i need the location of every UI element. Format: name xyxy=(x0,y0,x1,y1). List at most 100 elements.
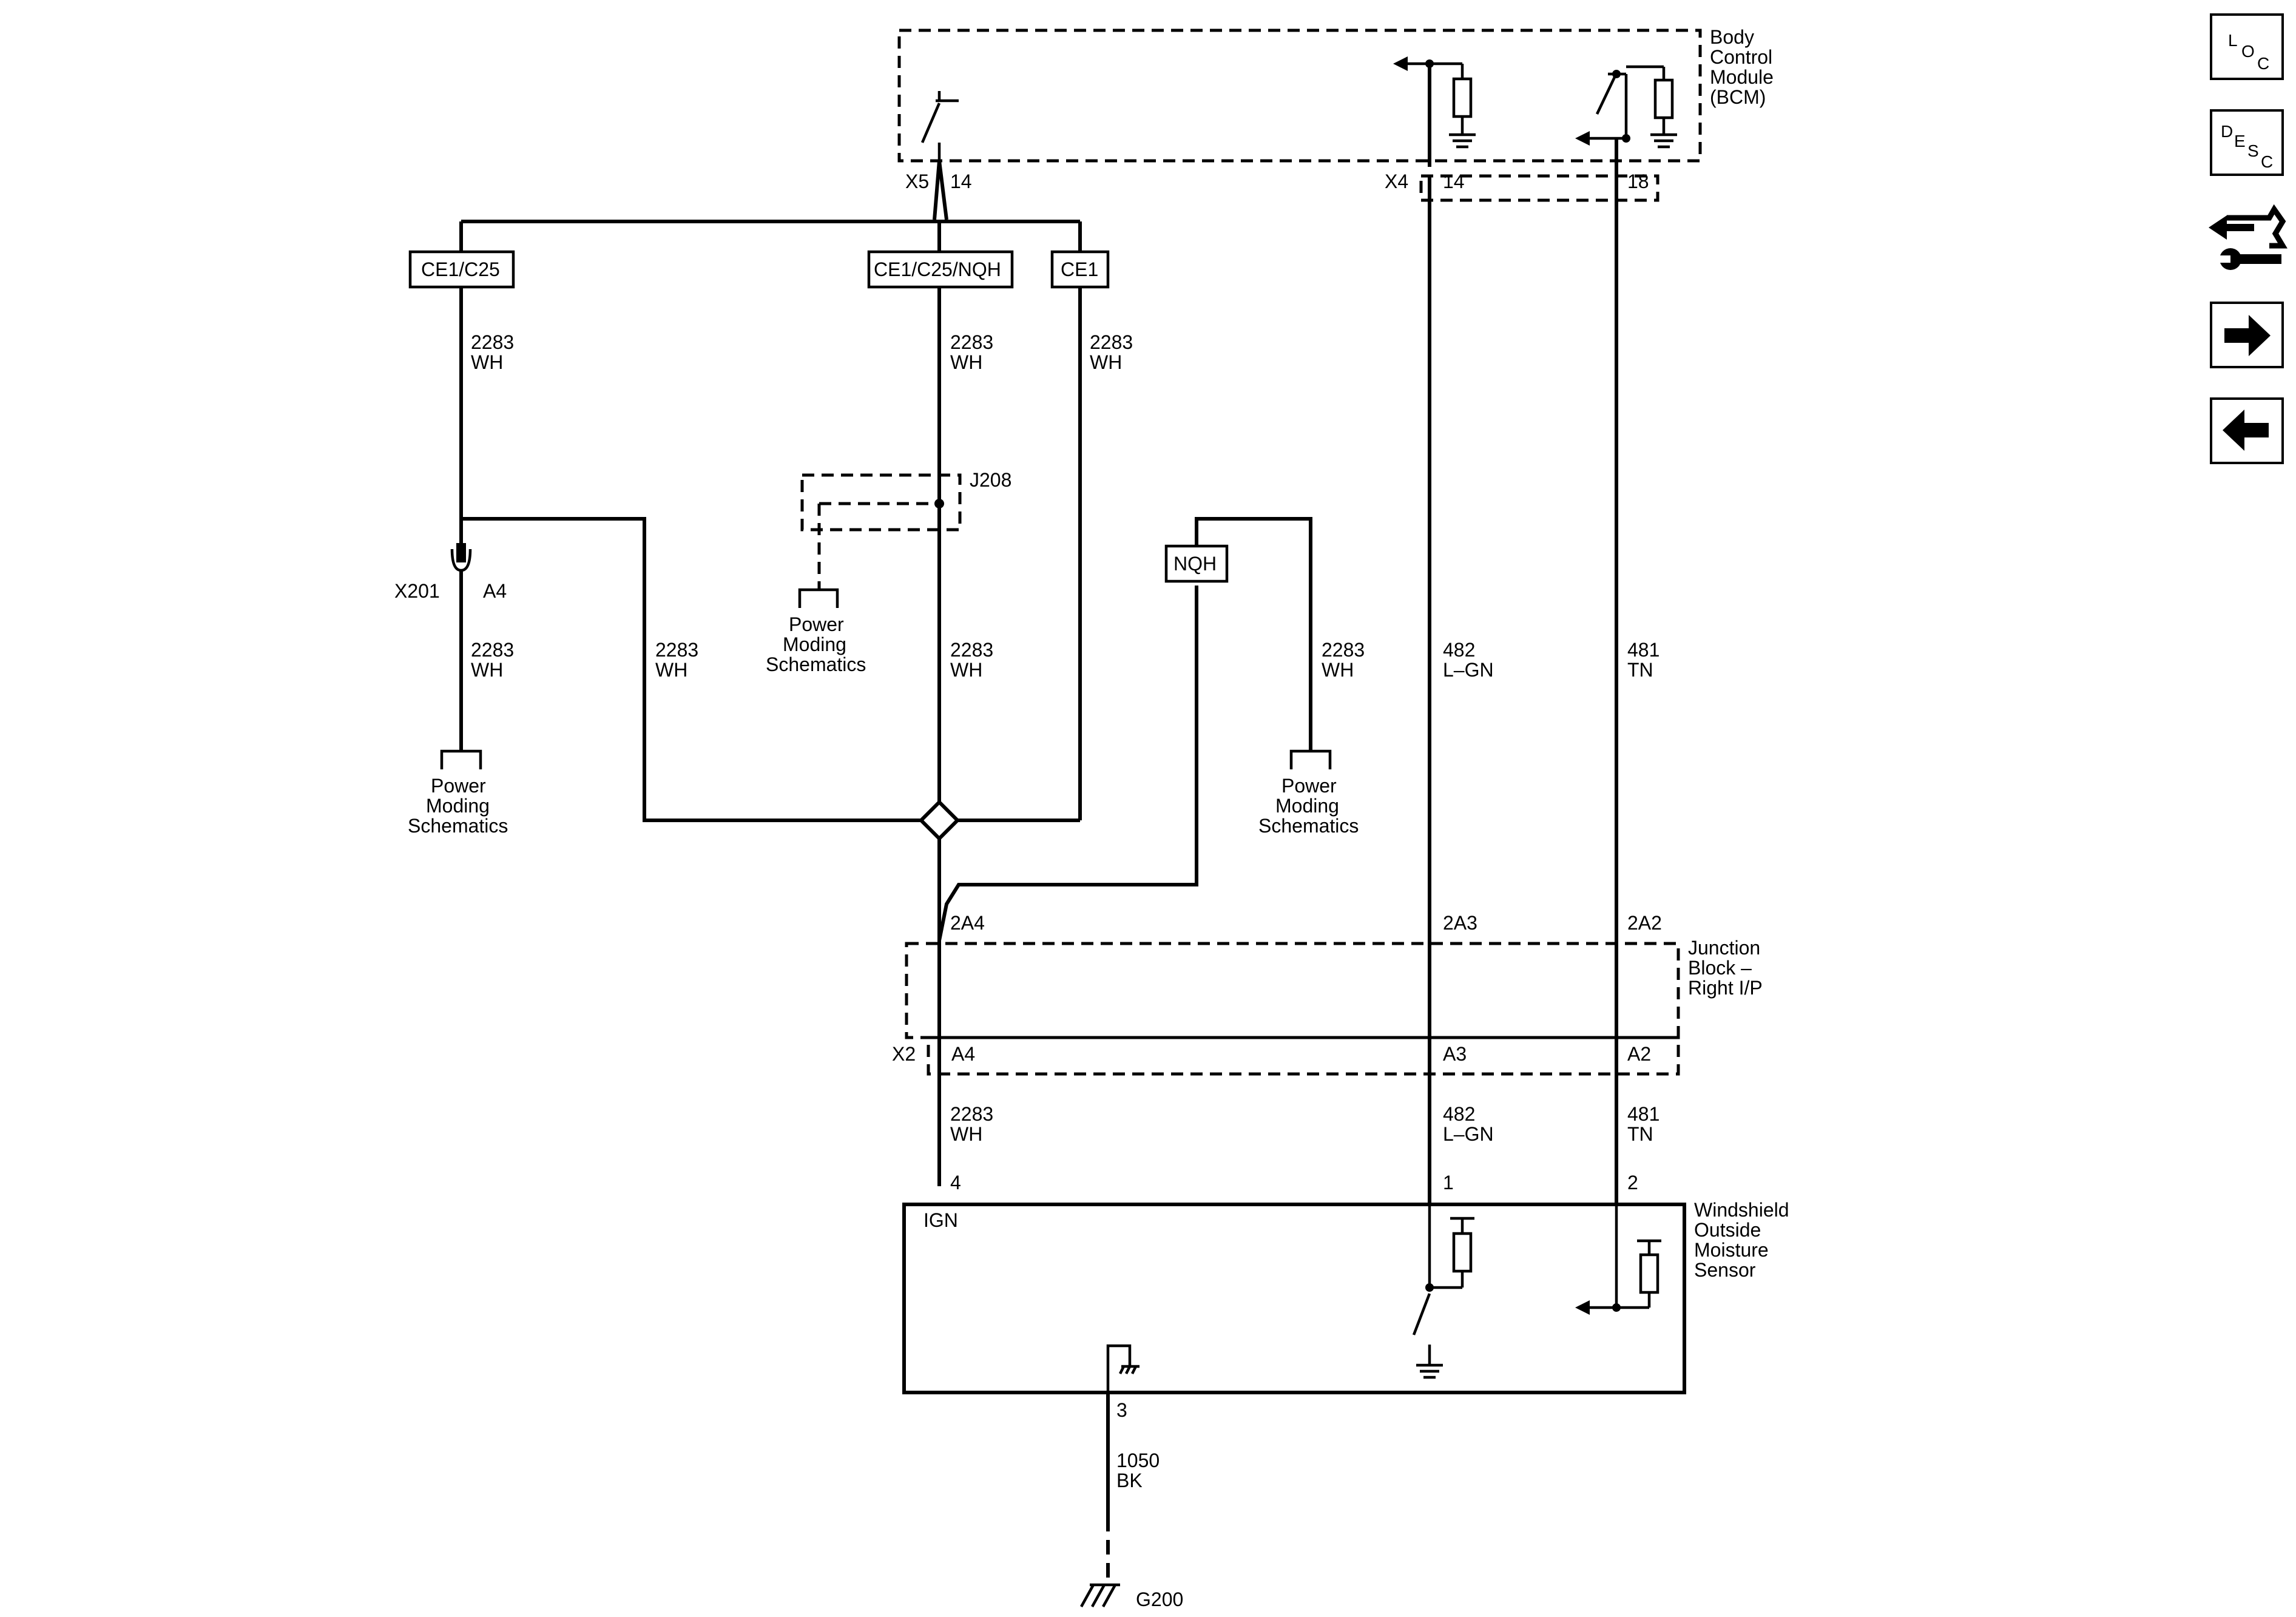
x4-pin-b-label: 18 xyxy=(1627,170,1649,192)
jb-pin-label: 2A3 xyxy=(1443,912,1477,934)
svg-text:Moisture: Moisture xyxy=(1694,1239,1769,1261)
wire-label: 482 xyxy=(1443,639,1475,661)
desc-letter-d: D xyxy=(2221,122,2233,141)
svg-text:IGN: IGN xyxy=(923,1209,958,1231)
j208-label: J208 xyxy=(970,469,1011,491)
arrow-right-icon xyxy=(2224,315,2271,356)
wire-label: TN xyxy=(1627,659,1653,681)
x2-connector-label: X2 xyxy=(892,1043,916,1065)
x4-pin-a-label: 14 xyxy=(1443,170,1465,192)
desc-letter-c: C xyxy=(2261,152,2273,171)
bcm-output-482-icon xyxy=(1393,56,1476,167)
description-view-button[interactable]: D E S C xyxy=(2210,109,2284,176)
power-moding-ref-center: Power Moding Schematics xyxy=(766,582,866,675)
x4-connector-label: X4 xyxy=(1385,170,1408,192)
svg-text:CE1/C25: CE1/C25 xyxy=(421,258,500,280)
g200-ground-icon xyxy=(1080,1583,1120,1608)
loc-letter-l: L xyxy=(2228,31,2238,50)
svg-text:CE1: CE1 xyxy=(1061,258,1098,280)
svg-text:Schematics: Schematics xyxy=(408,815,508,837)
wire-label: 2283 xyxy=(950,1103,993,1125)
location-view-button[interactable]: L O C xyxy=(2210,13,2284,80)
svg-text:Junction: Junction xyxy=(1688,937,1760,959)
sensor-output-icon xyxy=(1575,1204,1661,1315)
wire-label: BK xyxy=(1116,1470,1143,1491)
previous-page-button[interactable] xyxy=(2210,397,2284,464)
power-moding-ref-left: Power Moding Schematics xyxy=(408,749,508,837)
sensor-pin-label: 2 xyxy=(1627,1172,1638,1193)
jb-pin-label: 2A4 xyxy=(950,912,985,934)
wire-label: 2283 xyxy=(950,331,993,353)
connector-tools-button[interactable] xyxy=(2203,197,2288,276)
power-moding-ref-right: Power Moding Schematics xyxy=(1258,749,1359,837)
svg-text:Power: Power xyxy=(789,613,844,635)
option-nqh: NQH xyxy=(1164,544,1229,583)
arrow-left-icon xyxy=(2223,410,2269,451)
x2-pin-label: A3 xyxy=(1443,1043,1467,1065)
option-ce1: CE1 xyxy=(1050,250,1110,289)
wire-label: 2283 xyxy=(471,331,514,353)
x4-connector-box xyxy=(1419,174,1660,202)
bcm-label-3: Module xyxy=(1710,66,1774,88)
sensor-pin-label: 4 xyxy=(950,1172,961,1193)
wire-label: WH xyxy=(471,351,503,373)
splice-diamond xyxy=(918,799,961,842)
wire-label: WH xyxy=(950,1123,982,1145)
wire-label: 481 xyxy=(1627,1103,1660,1125)
svg-text:Outside: Outside xyxy=(1694,1219,1761,1241)
wire-label: 2283 xyxy=(471,639,514,661)
bcm-label-1: Body xyxy=(1710,26,1754,48)
windshield-moisture-sensor: IGN Windshield Outside Moisture Sensor xyxy=(902,1199,1789,1394)
svg-text:Schematics: Schematics xyxy=(766,653,866,675)
svg-text:CE1/C25/NQH: CE1/C25/NQH xyxy=(874,258,1001,280)
sensor-pin-label: 3 xyxy=(1116,1399,1127,1421)
wire-label: 2283 xyxy=(1322,639,1365,661)
sensor-pin-label: 1 xyxy=(1443,1172,1454,1193)
loc-letter-o: O xyxy=(2241,42,2255,61)
wire-label: 481 xyxy=(1627,639,1660,661)
wire-label: L–GN xyxy=(1443,659,1494,681)
wire-label: WH xyxy=(950,659,982,681)
svg-text:Moding: Moding xyxy=(1275,795,1339,817)
x5-connector-label: X5 xyxy=(905,170,929,192)
wire-label: 2283 xyxy=(1090,331,1133,353)
jb-pin-label: 2A2 xyxy=(1627,912,1662,934)
x201-connector: X201 A4 xyxy=(394,543,507,602)
bcm-input-481-icon xyxy=(1575,65,1677,149)
bcm-label-2: Control xyxy=(1710,46,1772,68)
x5-pin-label: 14 xyxy=(950,170,972,192)
x2-pin-label: A4 xyxy=(951,1043,975,1065)
svg-text:A4: A4 xyxy=(483,580,507,602)
wire-label: TN xyxy=(1627,1123,1653,1145)
next-page-button[interactable] xyxy=(2210,302,2284,368)
svg-text:Moding: Moding xyxy=(426,795,490,817)
desc-letter-e: E xyxy=(2234,132,2246,150)
wire-label: 1050 xyxy=(1116,1450,1160,1471)
svg-text:X201: X201 xyxy=(394,580,440,602)
svg-text:Moding: Moding xyxy=(783,633,846,655)
loc-letter-c: C xyxy=(2257,54,2269,73)
bcm-label-4: (BCM) xyxy=(1710,86,1766,108)
svg-text:Power: Power xyxy=(431,775,486,797)
option-ce1-c25-nqh: CE1/C25/NQH xyxy=(867,250,1014,289)
wire-label: 482 xyxy=(1443,1103,1475,1125)
svg-text:Schematics: Schematics xyxy=(1258,815,1359,837)
svg-text:Power: Power xyxy=(1281,775,1337,797)
wire-label: WH xyxy=(1090,351,1122,373)
bcm-ignition-switch-icon xyxy=(920,91,959,161)
bcm-module: Body Control Module (BCM) xyxy=(897,26,1774,167)
svg-text:Windshield: Windshield xyxy=(1694,1199,1789,1221)
wire-label: 2283 xyxy=(950,639,993,661)
connector-wrench-icon xyxy=(2209,204,2288,270)
junction-block-right-ip: Junction Block – Right I/P xyxy=(905,937,1763,1076)
wire-label: WH xyxy=(950,351,982,373)
sensor-switch-icon xyxy=(1412,1204,1474,1379)
x2-pin-label: A2 xyxy=(1627,1043,1651,1065)
svg-text:Block –: Block – xyxy=(1688,957,1752,979)
wire-label: WH xyxy=(655,659,687,681)
wire-label: WH xyxy=(1322,659,1354,681)
wire-label: WH xyxy=(471,659,503,681)
sensor-chassis-ground-icon xyxy=(1106,1344,1140,1393)
wire-label: 2283 xyxy=(655,639,698,661)
